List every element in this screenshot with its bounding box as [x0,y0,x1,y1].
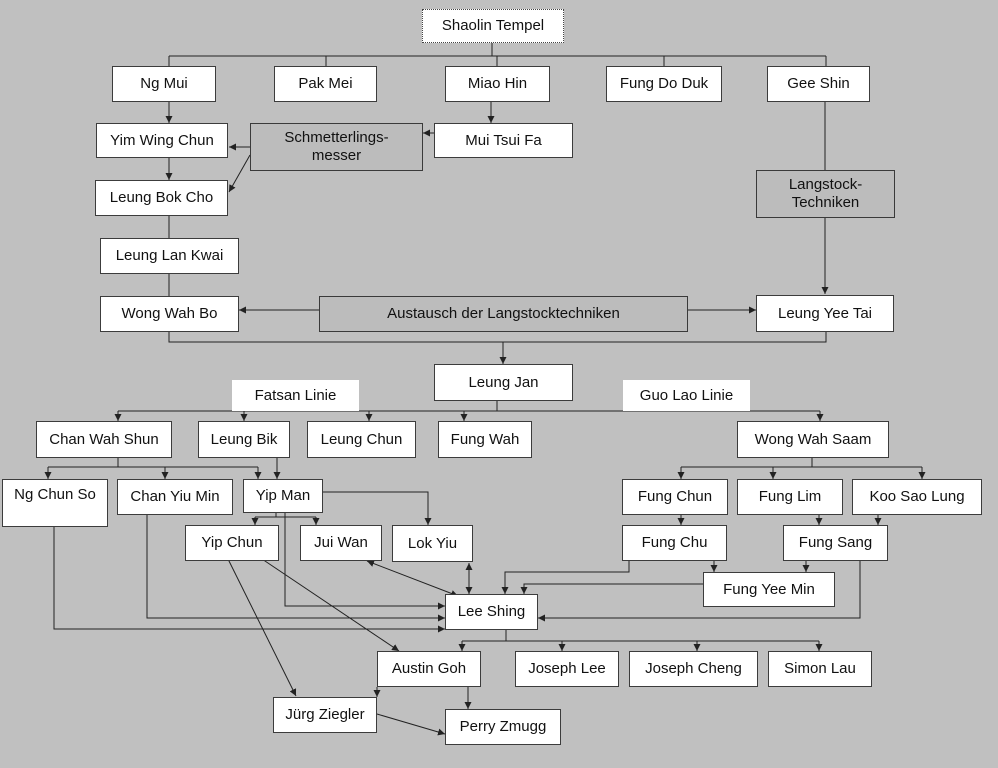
node-miao-hin: Miao Hin [445,66,550,102]
node-fung-chun: Fung Chun [622,479,728,515]
node-leung-bik: Leung Bik [198,421,290,458]
node-chan-yiu-min: Chan Yiu Min [117,479,233,515]
node-wong-wah-saam: Wong Wah Saam [737,421,889,458]
node-lok-yiu: Lok Yiu [392,525,473,562]
node-yim-wing-chun: Yim Wing Chun [96,123,228,158]
node-langstock-techniken: Langstock- Techniken [756,170,895,218]
edge-yipchun-austingoh [261,558,400,652]
langstock-line-1: Langstock- [788,176,863,193]
edge-fungsang-leeshing [538,561,861,622]
node-yip-man: Yip Man [243,479,323,513]
node-joseph-lee: Joseph Lee [515,651,619,687]
node-shaolin-tempel: Shaolin Tempel [422,9,564,43]
node-leung-lan-kwai: Leung Lan Kwai [100,238,239,274]
edge-merge-leungjan [168,331,827,364]
edge-juiwan-leeshing [366,560,459,597]
node-gee-shin: Gee Shin [767,66,870,102]
edge-ngchunso-leeshing [53,526,445,633]
edge-chanwahshun-bus [48,457,258,468]
edge-schmetterling-leungbokcho [228,154,251,193]
node-fung-do-duk: Fung Do Duk [606,66,722,102]
node-leung-bok-cho: Leung Bok Cho [95,180,228,216]
node-wong-wah-bo: Wong Wah Bo [100,296,239,332]
node-leung-chun: Leung Chun [307,421,416,458]
node-koo-sao-lung: Koo Sao Lung [852,479,982,515]
node-leung-yee-tai: Leung Yee Tai [756,295,894,332]
edge-shaolin-bus [169,42,826,57]
edge-wongwahsaam-bus [681,457,922,468]
node-jurg-ziegler: Jürg Ziegler [273,697,377,733]
node-austausch: Austausch der Langstocktechniken [319,296,688,332]
node-fung-lim: Fung Lim [737,479,843,515]
node-lee-shing: Lee Shing [445,594,538,630]
edge-leeshing-bus [462,630,819,642]
edge-yipchun-jurgziegler [227,558,297,697]
node-joseph-cheng: Joseph Cheng [629,651,758,687]
node-schmetterlingsmesser: Schmetterlings- messer [250,123,423,171]
schmetterlingsmesser-line-1: Schmetterlings- [284,129,389,146]
node-fung-wah: Fung Wah [438,421,532,458]
edge-jurgziegler-perryzmugg [376,713,446,736]
node-chan-wah-shun: Chan Wah Shun [36,421,172,458]
node-fung-sang: Fung Sang [783,525,888,561]
edge-leungjan-bus [118,401,820,412]
node-ng-chun-so: Ng Chun So [2,479,108,527]
node-pak-mei: Pak Mei [274,66,377,102]
node-ng-mui: Ng Mui [112,66,216,102]
node-fung-yee-min: Fung Yee Min [703,572,835,607]
edge-fungchu-leeshing [501,561,630,594]
node-jui-wan: Jui Wan [300,525,382,561]
node-yip-chun: Yip Chun [185,525,279,561]
node-leung-jan: Leung Jan [434,364,573,401]
edge-yipman-leeshing [284,512,445,610]
edge-chanyiumin-leeshing [146,514,445,622]
langstock-line-2: Techniken [791,194,860,211]
node-perry-zmugg: Perry Zmugg [445,709,561,745]
label-fatsan-linie: Fatsan Linie [232,380,359,411]
node-simon-lau: Simon Lau [768,651,872,687]
edge-to-lokyiu [323,491,432,525]
schmetterlingsmesser-line-2: messer [311,147,362,164]
node-fung-chu: Fung Chu [622,525,727,561]
edge-fungyeemin-leeshing [520,583,703,594]
label-guo-lao-linie: Guo Lao Linie [623,380,750,411]
node-austin-goh: Austin Goh [377,651,481,687]
node-mui-tsui-fa: Mui Tsui Fa [434,123,573,158]
